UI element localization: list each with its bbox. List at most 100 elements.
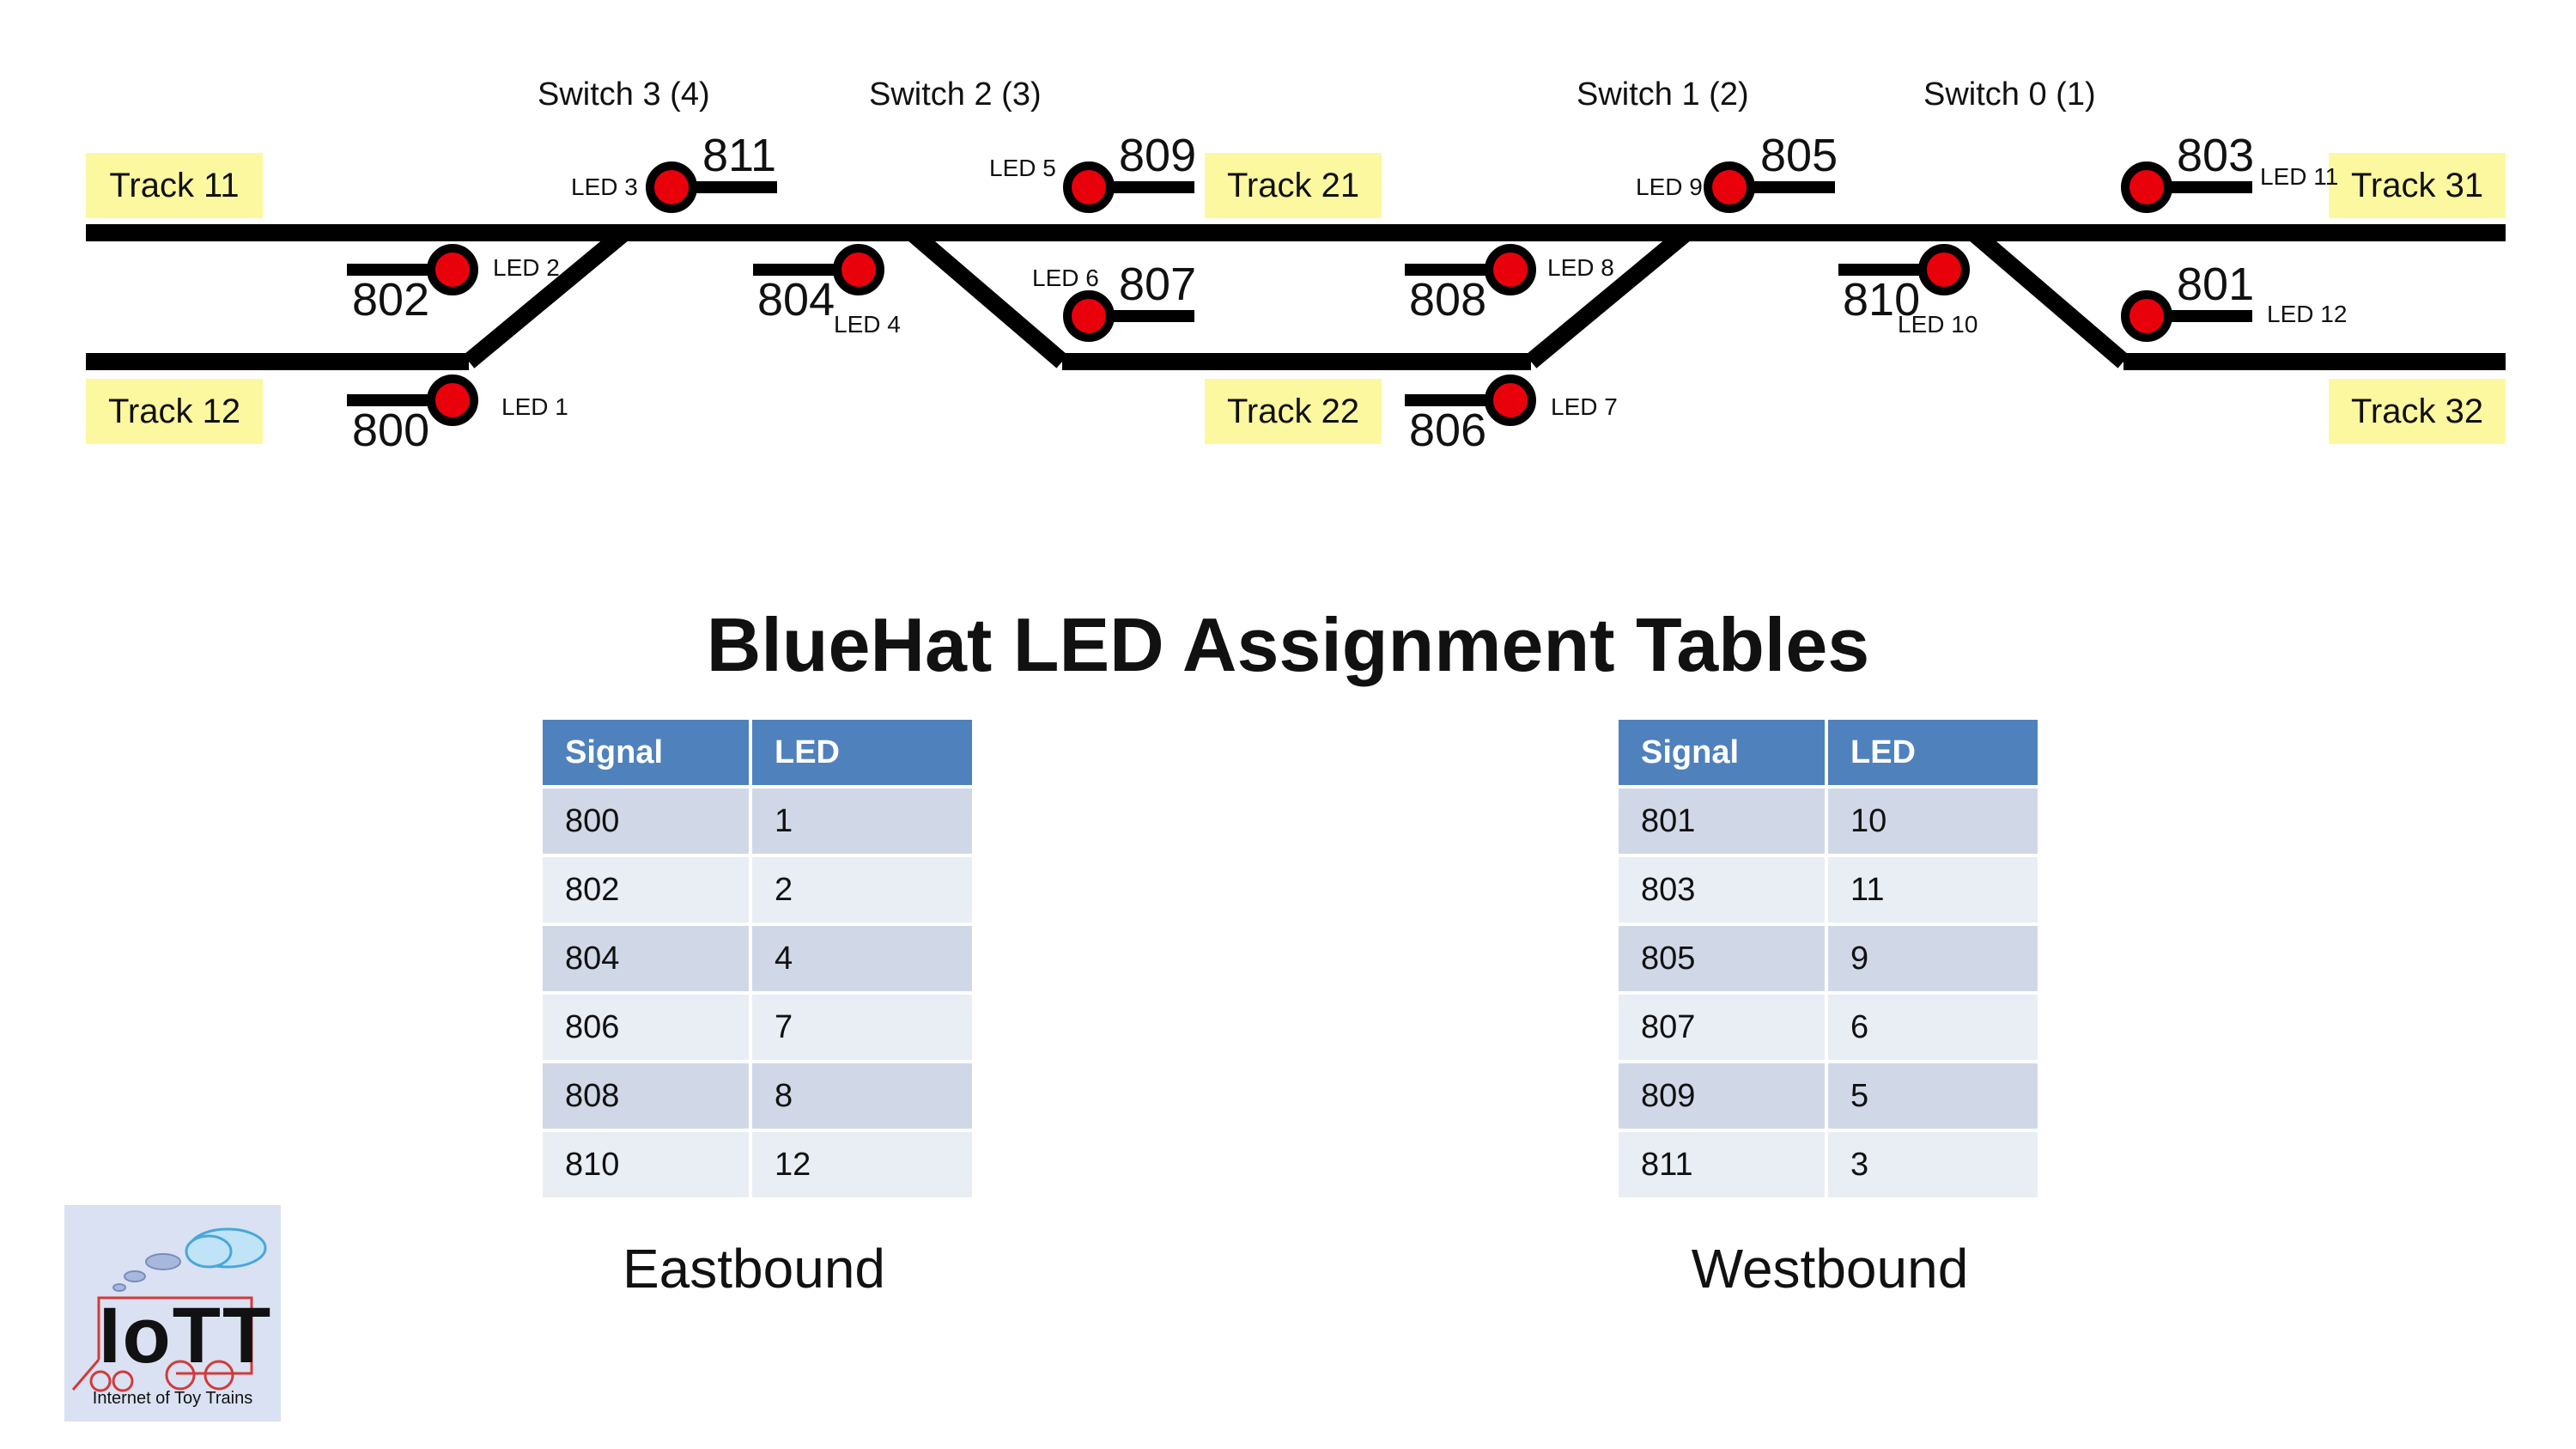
- page-title: BlueHat LED Assignment Tables: [706, 602, 1870, 687]
- signal-lamp-809: [1063, 161, 1115, 213]
- led-label-6: LED 6: [1032, 265, 1099, 291]
- cell-signal: 807: [1619, 995, 1825, 1060]
- signal-number-801: 801: [2177, 259, 2255, 310]
- led-label-2: LED 2: [493, 254, 560, 281]
- switch-1-diverge: [1525, 226, 1692, 368]
- signal-number-811: 811: [702, 130, 777, 181]
- eastbound-caption: Eastbound: [622, 1238, 886, 1300]
- signal-number-810: 810: [1843, 274, 1921, 326]
- track-32-label: Track 32: [2329, 379, 2506, 444]
- switch-1-label: Switch 1 (2): [1577, 76, 1749, 113]
- cell-led: 3: [1828, 1132, 2038, 1197]
- cell-led: 1: [752, 788, 972, 854]
- eastbound-table: Signal LED 800 1 802 2 804 4 806 7 808: [539, 716, 975, 1201]
- table-row: 810 12: [543, 1132, 972, 1197]
- signal-number-808: 808: [1409, 274, 1487, 326]
- switch-0-diverge: [1967, 226, 2129, 368]
- led-label-1: LED 1: [501, 393, 568, 420]
- signal-number-805: 805: [1760, 130, 1838, 181]
- led-label-11: LED 11: [2260, 163, 2339, 190]
- cell-signal: 800: [543, 788, 749, 854]
- signal-number-807: 807: [1119, 259, 1197, 310]
- switch-2-label: Switch 2 (3): [869, 76, 1042, 113]
- logo-subtitle: Internet of Toy Trains: [92, 1389, 253, 1408]
- led-label-3: LED 3: [571, 174, 638, 200]
- signal-801: [2121, 290, 2252, 342]
- signal-lamp-805: [1704, 161, 1755, 213]
- signal-lamp-800: [427, 374, 478, 426]
- cell-led: 10: [1828, 788, 2038, 854]
- signal-number-804: 804: [757, 274, 835, 326]
- signal-810: [1838, 244, 1970, 295]
- signal-805: [1704, 161, 1835, 213]
- signal-lamp-803: [2121, 161, 2172, 213]
- header-signal: Signal: [543, 720, 749, 785]
- cell-led: 5: [1828, 1063, 2038, 1129]
- signal-lamp-806: [1485, 374, 1536, 426]
- cell-led: 2: [752, 857, 972, 922]
- table-row: 802 2: [543, 857, 972, 922]
- signal-lamp-804: [833, 244, 884, 295]
- header-signal: Signal: [1619, 720, 1825, 785]
- cell-led: 12: [752, 1132, 972, 1197]
- cell-signal: 808: [543, 1063, 749, 1129]
- table-row: 806 7: [543, 995, 972, 1060]
- header-led: LED: [1828, 720, 2038, 785]
- table-row: 800 1: [543, 788, 972, 854]
- table-row: 804 4: [543, 926, 972, 991]
- table-row: 811 3: [1619, 1132, 2038, 1197]
- cell-signal: 809: [1619, 1063, 1825, 1129]
- table-row: 809 5: [1619, 1063, 2038, 1129]
- signal-809: [1063, 161, 1194, 213]
- switch-3-label: Switch 3 (4): [538, 76, 710, 113]
- logo-wordmark: IoTT: [99, 1292, 273, 1379]
- switch-3-diverge: [463, 226, 630, 368]
- signal-806: [1405, 374, 1536, 426]
- header-led: LED: [752, 720, 972, 785]
- led-label-5: LED 5: [989, 155, 1056, 181]
- cell-led: 4: [752, 926, 972, 991]
- switch-2-diverge: [906, 226, 1068, 368]
- signal-802: [347, 244, 478, 295]
- track-31-label: Track 31: [2329, 153, 2506, 218]
- signal-number-809: 809: [1119, 130, 1197, 181]
- led-label-7: LED 7: [1551, 393, 1618, 420]
- cell-led: 7: [752, 995, 972, 1060]
- led-label-9: LED 9: [1636, 174, 1703, 200]
- track-lines: [86, 224, 2506, 370]
- table-row: 807 6: [1619, 995, 2038, 1060]
- cell-led: 8: [752, 1063, 972, 1129]
- signal-811: [646, 161, 777, 213]
- cell-signal: 802: [543, 857, 749, 922]
- cell-signal: 801: [1619, 788, 1825, 854]
- table-header-row: Signal LED: [1619, 720, 2038, 785]
- cell-led: 6: [1828, 995, 2038, 1060]
- signal-lamp-810: [1918, 244, 1970, 295]
- track-12-label: Track 12: [86, 379, 263, 444]
- cell-signal: 806: [543, 995, 749, 1060]
- cell-signal: 810: [543, 1132, 749, 1197]
- signal-lamp-811: [646, 161, 697, 213]
- cell-signal: 811: [1619, 1132, 1825, 1197]
- switch-0-label: Switch 0 (1): [1923, 76, 2096, 113]
- signal-number-803: 803: [2177, 130, 2255, 181]
- signal-number-802: 802: [352, 274, 430, 326]
- cell-led: 11: [1828, 857, 2038, 922]
- track-21-label: Track 21: [1205, 153, 1382, 218]
- iott-logo: IoTT Internet of Toy Trains: [64, 1205, 281, 1422]
- signal-800: [347, 374, 478, 426]
- led-label-4: LED 4: [834, 311, 901, 338]
- logo-train-graphic: [71, 1227, 267, 1392]
- table-row: 808 8: [543, 1063, 972, 1129]
- signal-803: [2121, 161, 2252, 213]
- signal-804: [753, 244, 884, 295]
- track-diagram: [86, 161, 2506, 426]
- cell-signal: 804: [543, 926, 749, 991]
- cell-signal: 803: [1619, 857, 1825, 922]
- led-label-8: LED 8: [1547, 254, 1614, 281]
- signal-number-800: 800: [352, 405, 430, 456]
- table-row: 803 11: [1619, 857, 2038, 922]
- signal-lamp-807: [1063, 290, 1115, 342]
- signal-807: [1063, 290, 1194, 342]
